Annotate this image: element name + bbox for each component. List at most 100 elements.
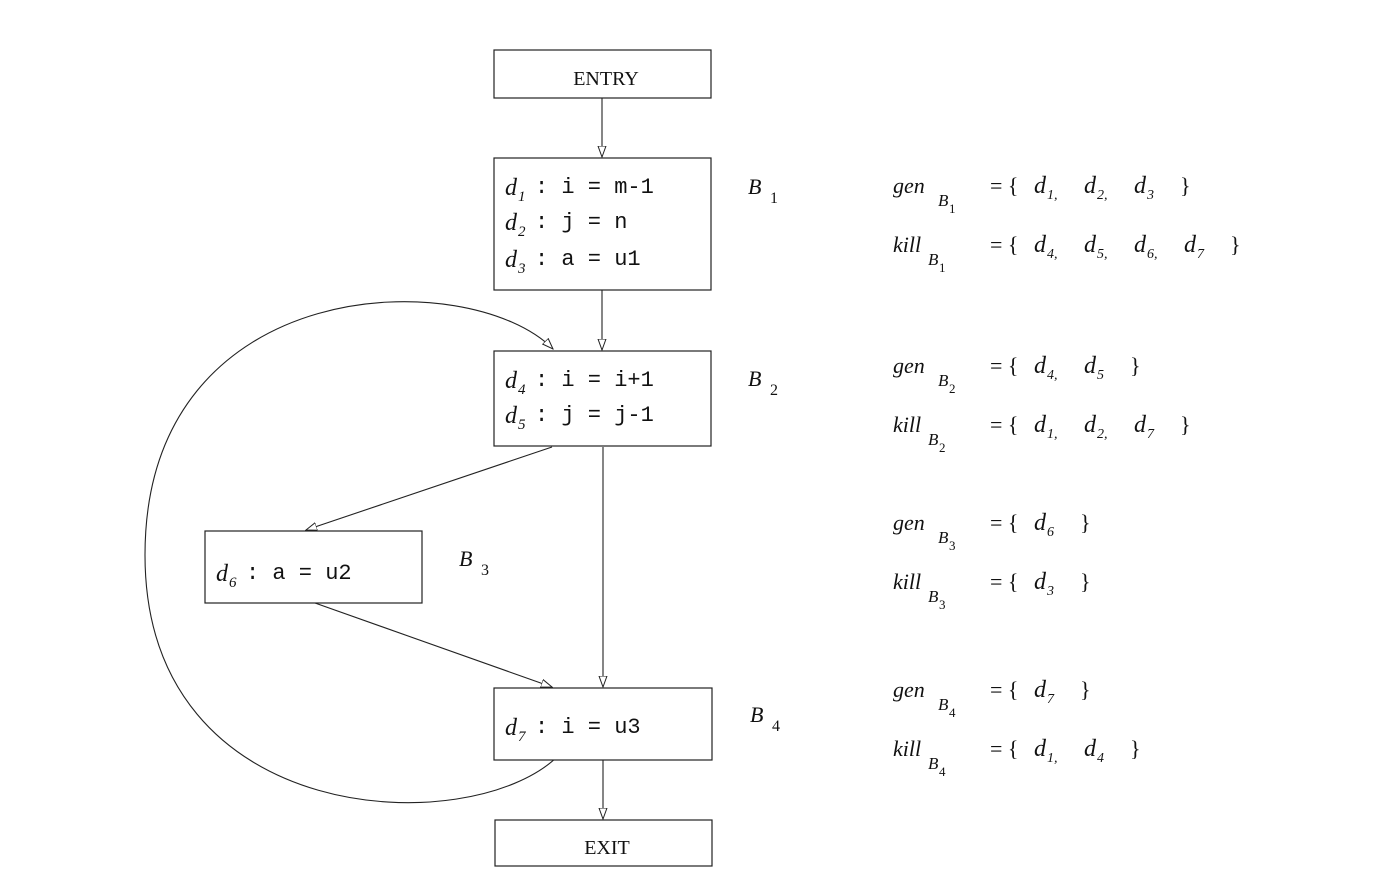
entry-label: ENTRY (573, 68, 639, 90)
kill-set-name: kill (893, 736, 921, 761)
def-symbol: d (1034, 232, 1047, 258)
def-symbol: d (1084, 173, 1097, 199)
def-subscript: 1, (1047, 427, 1058, 442)
def-symbol: d (1134, 173, 1147, 199)
def-subscript: 7 (1197, 247, 1205, 262)
set-block-subscript-index: 1 (949, 201, 956, 216)
close-brace: } (1130, 736, 1141, 761)
def-symbol: d (1034, 510, 1047, 536)
def-subscript: 5, (1097, 247, 1108, 262)
def-subscript: 7 (1147, 427, 1155, 442)
set-block-subscript-index: 1 (939, 260, 946, 275)
close-brace: } (1230, 232, 1241, 257)
set-block-subscript: B (928, 250, 939, 269)
def-symbol: d (1034, 173, 1047, 199)
gen-set-name: gen (893, 353, 925, 378)
block-b2 (493, 350, 712, 447)
def-subscript: 6 (1047, 525, 1054, 540)
def-subscript: 3 (1146, 188, 1154, 203)
def-subscript: 4, (1047, 368, 1058, 383)
set-block-subscript: B (928, 754, 939, 773)
statement-code: : j = j-1 (535, 403, 654, 428)
def-subscript: 5 (518, 417, 526, 433)
set-block-subscript-index: 3 (949, 538, 956, 553)
def-symbol: d (1084, 736, 1097, 762)
def-symbol: d (505, 368, 518, 394)
def-subscript: 7 (518, 729, 527, 745)
def-symbol: d (1084, 353, 1097, 379)
close-brace: } (1080, 569, 1091, 594)
statement-code: : a = u2 (246, 561, 352, 586)
equals-open-brace: = { (990, 569, 1018, 594)
block-label: B (748, 174, 761, 199)
edge-b2-b3 (306, 446, 553, 530)
def-subscript: 1 (518, 189, 526, 205)
set-block-subscript: B (938, 191, 949, 210)
close-brace: } (1080, 510, 1091, 535)
edge-b3-b4 (314, 602, 552, 687)
def-symbol: d (1034, 569, 1047, 595)
block-label-subscript: 3 (481, 562, 489, 579)
def-subscript: 6, (1147, 247, 1158, 262)
def-subscript: 5 (1097, 368, 1104, 383)
def-symbol: d (1084, 412, 1097, 438)
block-b3 (204, 530, 423, 604)
exit-node (494, 819, 713, 867)
close-brace: } (1080, 677, 1091, 702)
block-b4 (493, 687, 713, 761)
block-label-subscript: 2 (770, 382, 778, 399)
block-label: B (459, 546, 472, 571)
kill-set-name: kill (893, 232, 921, 257)
block-label: B (748, 366, 761, 391)
def-symbol: d (216, 561, 229, 587)
def-subscript: 3 (517, 261, 526, 277)
def-symbol: d (1184, 232, 1197, 258)
close-brace: } (1180, 412, 1191, 437)
gen-set-name: gen (893, 677, 925, 702)
def-symbol: d (1134, 412, 1147, 438)
def-symbol: d (1084, 232, 1097, 258)
def-subscript: 4 (518, 382, 526, 398)
def-symbol: d (505, 403, 518, 429)
def-symbol: d (505, 247, 518, 273)
equals-open-brace: = { (990, 677, 1018, 702)
equals-open-brace: = { (990, 353, 1018, 378)
equals-open-brace: = { (990, 736, 1018, 761)
kill-set-name: kill (893, 412, 921, 437)
def-subscript: 3 (1046, 584, 1054, 599)
set-block-subscript: B (938, 528, 949, 547)
statement-code: : i = u3 (535, 715, 641, 740)
def-symbol: d (1034, 412, 1047, 438)
def-subscript: 4, (1047, 247, 1058, 262)
kill-set-name: kill (893, 569, 921, 594)
set-block-subscript-index: 2 (939, 440, 946, 455)
edge-b4-b2-backedge (144, 301, 558, 804)
def-symbol: d (1134, 232, 1147, 258)
set-block-subscript-index: 3 (939, 597, 946, 612)
def-symbol: d (1034, 353, 1047, 379)
entry-node (493, 49, 712, 99)
def-symbol: d (505, 175, 518, 201)
def-symbol: d (1034, 677, 1047, 703)
set-block-subscript-index: 4 (939, 764, 946, 779)
block-b1 (493, 157, 712, 291)
set-block-subscript: B (938, 695, 949, 714)
statement-code: : j = n (535, 210, 627, 235)
def-subscript: 1, (1047, 188, 1058, 203)
equals-open-brace: = { (990, 173, 1018, 198)
def-subscript: 4 (1097, 751, 1104, 766)
set-block-subscript: B (928, 587, 939, 606)
block-label: B (750, 702, 763, 727)
equals-open-brace: = { (990, 232, 1018, 257)
gen-set-name: gen (893, 510, 925, 535)
equals-open-brace: = { (990, 510, 1018, 535)
def-subscript: 2, (1097, 188, 1108, 203)
exit-label: EXIT (584, 837, 630, 859)
close-brace: } (1180, 173, 1191, 198)
def-subscript: 2 (518, 224, 526, 240)
def-subscript: 1, (1047, 751, 1058, 766)
block-label-subscript: 4 (772, 718, 780, 735)
set-block-subscript-index: 4 (949, 705, 956, 720)
set-block-subscript: B (928, 430, 939, 449)
